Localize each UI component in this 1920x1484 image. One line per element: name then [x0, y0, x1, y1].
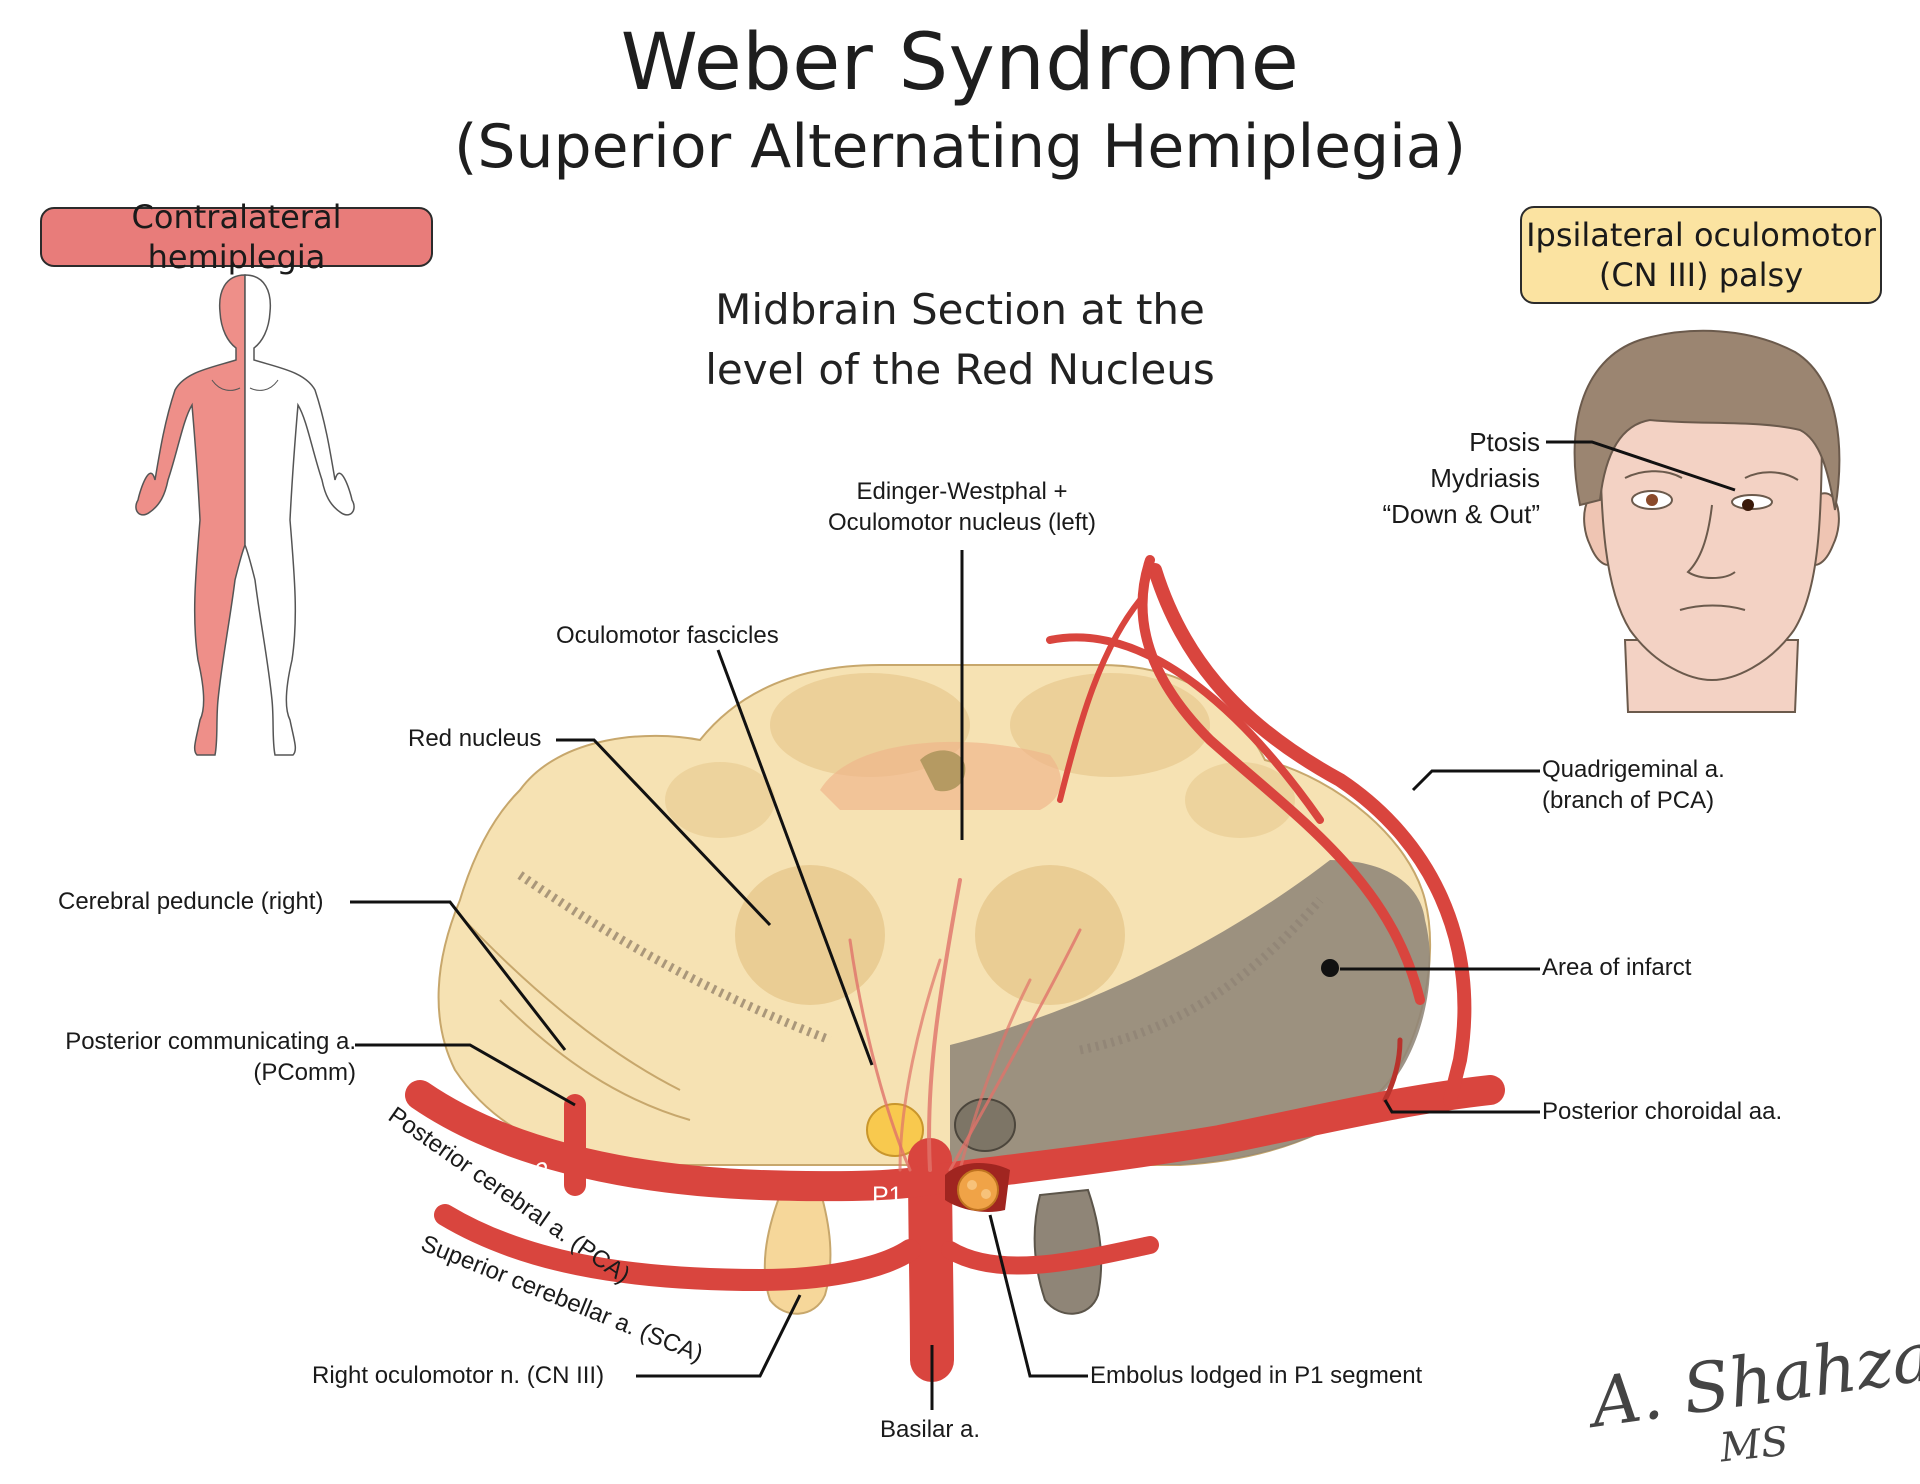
label-right-oculomotor-nerve: Right oculomotor n. (CN III): [312, 1362, 605, 1389]
colliculus-left: [1010, 673, 1210, 777]
eye-signs: Ptosis Mydriasis “Down & Out”: [1382, 427, 1541, 529]
page-title: Weber Syndrome: [620, 18, 1300, 108]
nose: [1686, 504, 1736, 579]
posterior-cerebral-artery: [405, 1075, 1505, 1202]
contralateral-hemiplegia-box: Contralateral hemiplegia: [40, 198, 433, 276]
label-pcomm: Posterior communicating a. (PComm): [65, 1028, 356, 1086]
red-nucleus-right: [735, 865, 885, 1005]
label-choroidal: Posterior choroidal aa.: [1542, 1098, 1783, 1125]
midbrain-cross-section: [437, 664, 1432, 1166]
section-title: Midbrain Section at the level of the Red…: [705, 285, 1215, 394]
infarct-area: [950, 860, 1431, 1165]
page-subtitle: (Superior Alternating Hemiplegia): [453, 112, 1466, 182]
label-embolus: Embolus lodged in P1 segment: [1090, 1362, 1423, 1389]
label-edinger-westphal: Edinger-Westphal + Oculomotor nucleus (l…: [827, 478, 1097, 536]
substantia-nigra: [517, 871, 832, 1045]
face-illustration: [1573, 329, 1841, 713]
label-quadrigeminal: Quadrigeminal a. (branch of PCA): [1542, 756, 1725, 814]
posterior-choroidal-arteries: [1382, 1037, 1403, 1103]
label-cerebral-peduncle: Cerebral peduncle (right): [58, 888, 324, 915]
red-nucleus-left: [975, 865, 1125, 1005]
left-oculomotor-nerve: [1033, 1188, 1103, 1315]
label-infarct: Area of infarct: [1542, 954, 1692, 981]
body-left-half-red: [135, 274, 246, 756]
embolus: [945, 1163, 1010, 1212]
infarct-marker: [1321, 959, 1339, 977]
ipsilateral-palsy-box: Ipsilateral oculomotor (CN III) palsy: [1520, 206, 1882, 304]
arteries: [405, 555, 1505, 1382]
face-shape: [1598, 419, 1824, 682]
hair: [1573, 329, 1841, 511]
superior-cerebellar-artery: [434, 1204, 921, 1292]
human-body-figure: [135, 274, 355, 756]
mouth: [1679, 604, 1746, 611]
brow-left: [1744, 471, 1799, 481]
segment-p1: P1: [872, 1182, 903, 1210]
body-right-half-white: [244, 274, 355, 756]
label-oculomotor-fascicles: Oculomotor fascicles: [556, 622, 779, 649]
label-red-nucleus: Red nucleus: [408, 725, 542, 752]
leader-lines: [350, 440, 1736, 1410]
right-oculomotor-nerve: [763, 1188, 832, 1315]
aqueduct: [920, 750, 966, 792]
label-basilar: Basilar a.: [880, 1416, 981, 1443]
brow-right: [1624, 470, 1683, 479]
artist-signature-suffix: MS: [1717, 1418, 1791, 1472]
